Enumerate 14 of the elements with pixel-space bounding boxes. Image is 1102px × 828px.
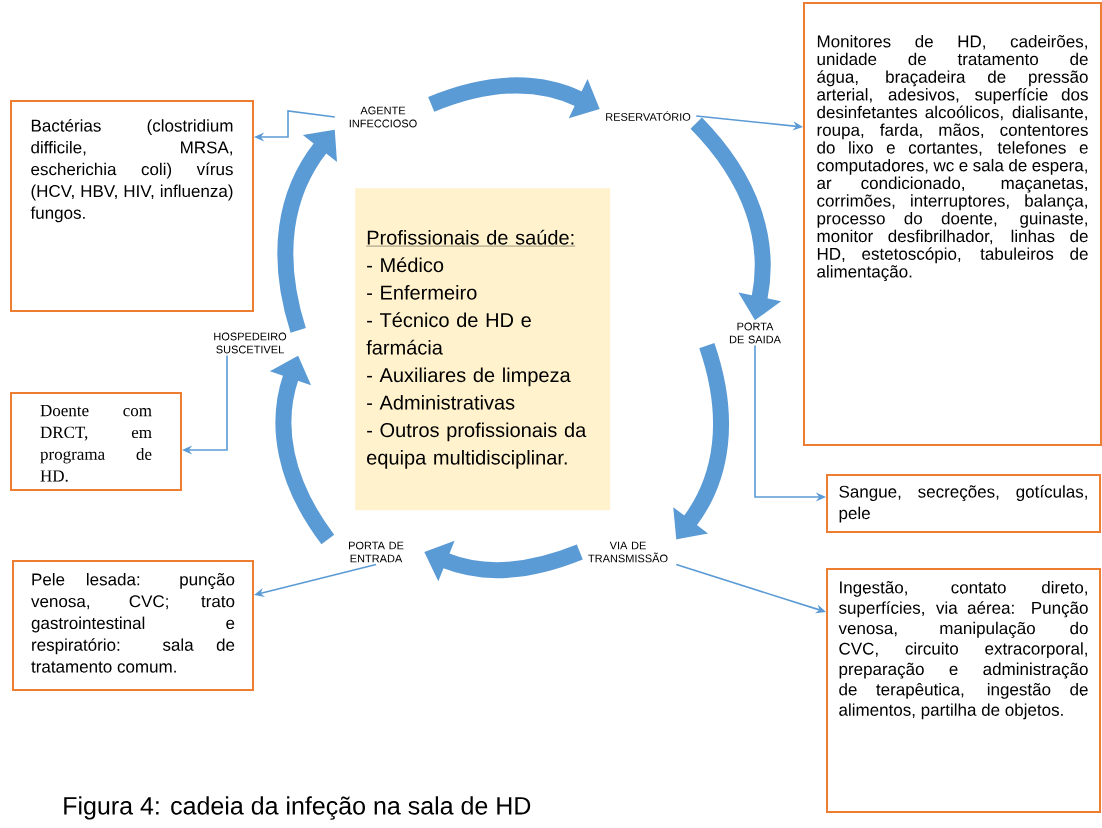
text-box: Ingestão, contato direto, superfícies, via aérea: Punção venosa, manipulação do CVC, circuito extracorporal, preparação e administração de terapêutica, ingestão de alimentos, partilha de objetos. xyxy=(826,568,1101,813)
text-box: Pele lesada: punção venosa, CVC; trato gastrointestinal e respiratório: sala de tratamento comum. xyxy=(12,560,254,691)
stage-label: PORTA DE ENTRADA xyxy=(349,541,404,563)
stage-label: PORTA DE SAIDA xyxy=(729,322,781,344)
text-box: Monitores de HD, cadeirões, unidade de tratamento de água, braçadeira de pressão arterial, adesivos, superfície dos desinfetantes alcoólicos, dialisante, roupa, farda, mãos, contentores do lixo e cortantes, telefones e computadores, wc e sala de espera, ar condicionado, maçanetas, corrimões, interruptores, balança, processo do doente, guinaste, monitor desfibrilhador, linhas de HD, estetoscópio, tabuleiros de alimentação. xyxy=(803,2,1102,446)
highlight-box: Profissionais de saúde: - Médico - Enfermeiro - Técnico de HD e farmácia - Auxiliares de limpeza - Administrativas - Outros profissionais da equipa multidisciplinar. xyxy=(355,188,611,511)
text-box: Doente com DRCT, em programa de HD. xyxy=(10,392,182,491)
stage-label: VIA DE TRANSMISSÃO xyxy=(588,541,668,563)
caption: Figura 4: cadeia da infeção na sala de HD xyxy=(64,796,531,820)
stage-label: HOSPEDEIRO SUSCETIVEL xyxy=(214,332,287,354)
text-box: Bactérias (clostridium difficile, MRSA, escherichia coli) vírus (HCV, HBV, HIV, influenza) fungos. xyxy=(10,100,254,312)
stage-label: RESERVATÓRIO xyxy=(606,111,691,121)
text-box: Sangue, secreções, gotículas, pele xyxy=(826,474,1101,533)
stage-label: AGENTE INFECCIOSO xyxy=(349,106,417,128)
